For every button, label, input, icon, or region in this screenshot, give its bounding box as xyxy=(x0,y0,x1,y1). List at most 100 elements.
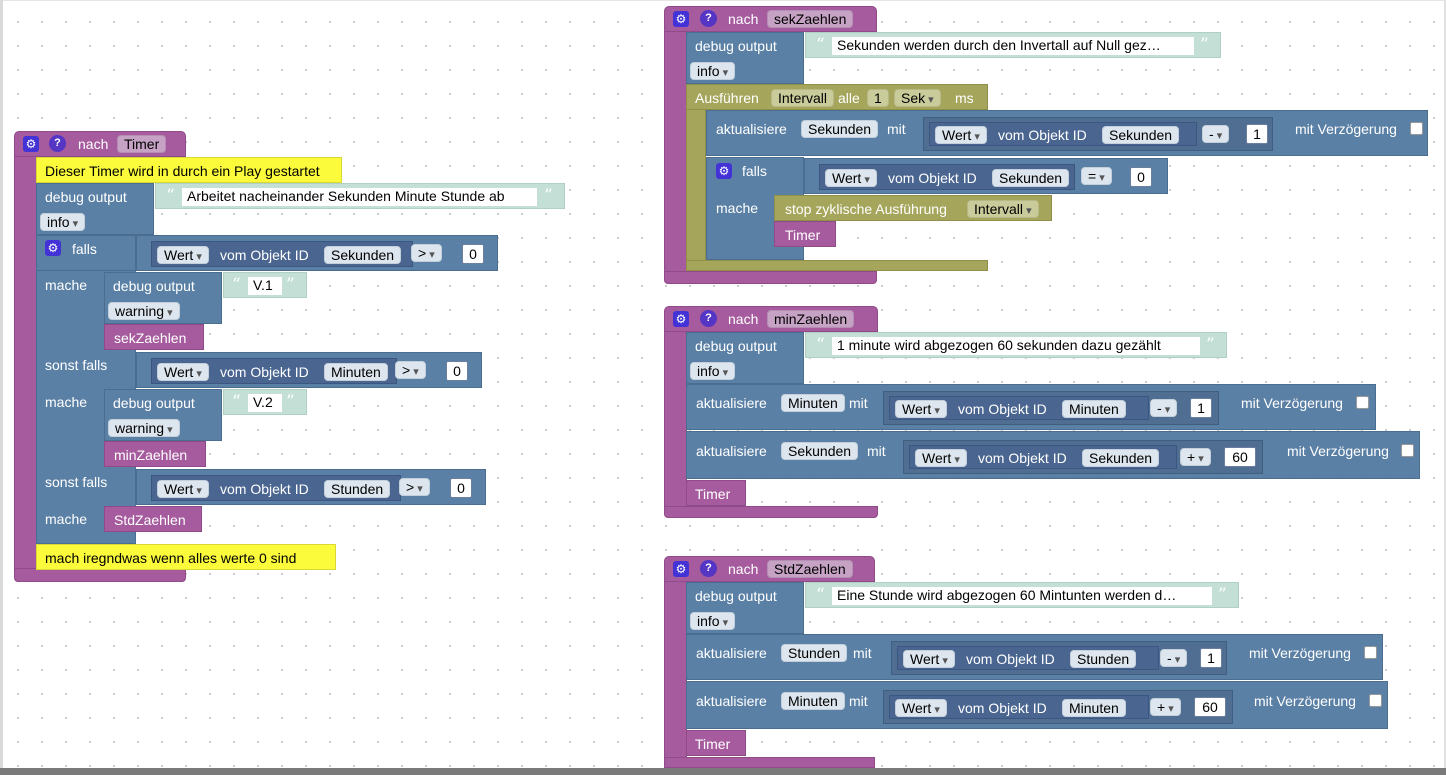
stop-interval-block[interactable]: stop zyklische Ausführung Intervall xyxy=(774,195,1052,221)
debug-text-block[interactable]: “ 1 minute wird abgezogen 60 sekunden da… xyxy=(805,332,1227,358)
number-field[interactable]: 1 xyxy=(1246,124,1268,144)
math-block[interactable]: Wert vom Objekt ID Minuten + 60 xyxy=(883,690,1233,724)
operator-dropdown[interactable]: = xyxy=(1081,167,1112,185)
debug-text-block[interactable]: “ Arbeitet nacheinander Sekunden Minute … xyxy=(155,183,565,209)
operator-dropdown[interactable]: + xyxy=(1150,698,1181,716)
number-field[interactable]: 60 xyxy=(1194,697,1226,717)
call-procedure-block[interactable]: sekZaehlen xyxy=(104,324,204,350)
value-block[interactable]: Wert vom Objekt ID Sekunden xyxy=(819,164,1075,190)
number-field[interactable]: 0 xyxy=(450,478,472,498)
wert-dropdown[interactable]: Wert xyxy=(903,650,955,668)
object-id[interactable]: Minuten xyxy=(1062,699,1126,717)
number-field[interactable]: 0 xyxy=(1130,167,1152,187)
value-block[interactable]: Wert vom Objekt ID Minuten xyxy=(151,358,397,384)
debug-text-field[interactable]: Eine Stunde wird abgezogen 60 Mintunten … xyxy=(832,587,1212,605)
update-block[interactable]: aktualisiere Sekunden mit Wert vom Objek… xyxy=(706,110,1428,156)
call-procedure-block[interactable]: Timer xyxy=(686,480,746,506)
debug-text-field[interactable]: V.2 xyxy=(248,394,282,412)
debug-level-dropdown[interactable]: info xyxy=(690,612,736,630)
number-field[interactable]: 1 xyxy=(1190,398,1212,418)
operator-dropdown[interactable]: > xyxy=(411,244,442,262)
interval-block[interactable]: Ausführen Intervall alle 1 Sek ms xyxy=(686,84,988,110)
object-id[interactable]: Stunden xyxy=(324,480,391,498)
object-id[interactable]: Minuten xyxy=(324,363,388,381)
delay-checkbox[interactable] xyxy=(1369,694,1382,707)
debug-level-dropdown[interactable]: warning xyxy=(108,419,180,437)
debug-level-dropdown[interactable]: warning xyxy=(108,302,180,320)
debug-output-block[interactable]: debug output info xyxy=(686,32,804,84)
debug-text-block[interactable]: “ V.1 ” xyxy=(223,272,307,298)
interval-name[interactable]: Intervall xyxy=(771,89,835,107)
wert-dropdown[interactable]: Wert xyxy=(895,400,947,418)
delay-checkbox[interactable] xyxy=(1401,444,1414,457)
value-block[interactable]: Wert vom Objekt ID Sekunden xyxy=(909,445,1177,469)
object-id[interactable]: Sekunden xyxy=(1082,449,1160,467)
gear-icon[interactable]: ⚙ xyxy=(673,311,689,327)
debug-level-dropdown[interactable]: info xyxy=(40,213,86,231)
gear-icon[interactable]: ⚙ xyxy=(673,561,689,577)
math-block[interactable]: Wert vom Objekt ID Minuten - 1 xyxy=(883,391,1219,425)
wert-dropdown[interactable]: Wert xyxy=(157,480,209,498)
gear-icon[interactable]: ⚙ xyxy=(673,11,689,27)
debug-text-block[interactable]: “ V.2 ” xyxy=(223,389,307,415)
comment-block[interactable]: Dieser Timer wird in durch ein Play gest… xyxy=(36,157,342,183)
value-block[interactable]: Wert vom Objekt ID Sekunden xyxy=(929,122,1197,146)
debug-output-block[interactable]: debug output warning xyxy=(104,272,222,324)
procedure-name[interactable]: StdZaehlen xyxy=(767,560,853,578)
operator-dropdown[interactable]: - xyxy=(1150,399,1178,417)
wert-dropdown[interactable]: Wert xyxy=(157,363,209,381)
update-block[interactable]: aktualisiere Minuten mit Wert vom Objekt… xyxy=(686,681,1388,729)
wert-dropdown[interactable]: Wert xyxy=(825,169,877,187)
operator-dropdown[interactable]: > xyxy=(399,478,430,496)
wert-dropdown[interactable]: Wert xyxy=(895,699,947,717)
debug-text-field[interactable]: Arbeitet nacheinander Sekunden Minute St… xyxy=(182,188,537,206)
update-block[interactable]: aktualisiere Minuten mit Wert vom Objekt… xyxy=(686,384,1376,430)
object-id[interactable]: Sekunden xyxy=(324,246,402,264)
number-field[interactable]: 60 xyxy=(1224,447,1256,467)
delay-checkbox[interactable] xyxy=(1410,122,1423,135)
update-block[interactable]: aktualisiere Stunden mit Wert vom Objekt… xyxy=(686,634,1383,680)
wert-dropdown[interactable]: Wert xyxy=(157,246,209,264)
help-icon[interactable]: ? xyxy=(700,10,717,27)
compare-block[interactable]: Wert vom Objekt ID Minuten > 0 xyxy=(136,352,482,388)
procedure-name[interactable]: minZaehlen xyxy=(767,310,855,328)
compare-block[interactable]: Wert vom Objekt ID Sekunden = 0 xyxy=(804,158,1168,194)
math-block[interactable]: Wert vom Objekt ID Sekunden - 1 xyxy=(923,117,1273,151)
call-procedure-block[interactable]: Timer xyxy=(774,221,836,247)
interval-number[interactable]: 1 xyxy=(867,89,889,107)
debug-output-block[interactable]: debug output info xyxy=(36,183,154,235)
debug-text-field[interactable]: Sekunden werden durch den Invertall auf … xyxy=(832,37,1194,55)
math-block[interactable]: Wert vom Objekt ID Sekunden + 60 xyxy=(903,440,1263,474)
update-target[interactable]: Minuten xyxy=(781,692,845,710)
operator-dropdown[interactable]: - xyxy=(1202,125,1230,143)
value-block[interactable]: Wert vom Objekt ID Minuten xyxy=(889,695,1149,719)
update-target[interactable]: Sekunden xyxy=(801,120,879,138)
comment-block[interactable]: mach iregndwas wenn alles werte 0 sind xyxy=(36,544,336,570)
object-id[interactable]: Sekunden xyxy=(1102,126,1180,144)
wert-dropdown[interactable]: Wert xyxy=(935,126,987,144)
debug-text-field[interactable]: V.1 xyxy=(248,277,282,295)
value-block[interactable]: Wert vom Objekt ID Minuten xyxy=(889,396,1149,420)
object-id[interactable]: Minuten xyxy=(1062,400,1126,418)
value-block[interactable]: Wert vom Objekt ID Stunden xyxy=(897,646,1159,670)
object-id[interactable]: Sekunden xyxy=(992,169,1070,187)
call-procedure-block[interactable]: Timer xyxy=(686,730,746,756)
operator-dropdown[interactable]: + xyxy=(1180,448,1211,466)
update-target[interactable]: Stunden xyxy=(781,644,848,662)
debug-text-block[interactable]: “ Eine Stunde wird abgezogen 60 Mintunte… xyxy=(805,582,1239,608)
call-procedure-block[interactable]: StdZaehlen xyxy=(104,506,202,532)
value-block[interactable]: Wert vom Objekt ID Sekunden xyxy=(151,241,413,267)
object-id[interactable]: Stunden xyxy=(1070,650,1137,668)
wert-dropdown[interactable]: Wert xyxy=(915,449,967,467)
math-block[interactable]: Wert vom Objekt ID Stunden - 1 xyxy=(891,641,1227,675)
delay-checkbox[interactable] xyxy=(1356,396,1369,409)
call-procedure-block[interactable]: minZaehlen xyxy=(104,441,206,467)
operator-dropdown[interactable]: > xyxy=(395,361,426,379)
stop-target-dropdown[interactable]: Intervall xyxy=(967,200,1039,218)
update-block[interactable]: aktualisiere Sekunden mit Wert vom Objek… xyxy=(686,431,1420,479)
procedure-name[interactable]: Timer xyxy=(117,135,167,153)
debug-text-field[interactable]: 1 minute wird abgezogen 60 sekunden dazu… xyxy=(832,337,1200,355)
update-target[interactable]: Minuten xyxy=(781,394,845,412)
help-icon[interactable]: ? xyxy=(700,310,717,327)
debug-output-block[interactable]: debug output info xyxy=(686,332,804,384)
